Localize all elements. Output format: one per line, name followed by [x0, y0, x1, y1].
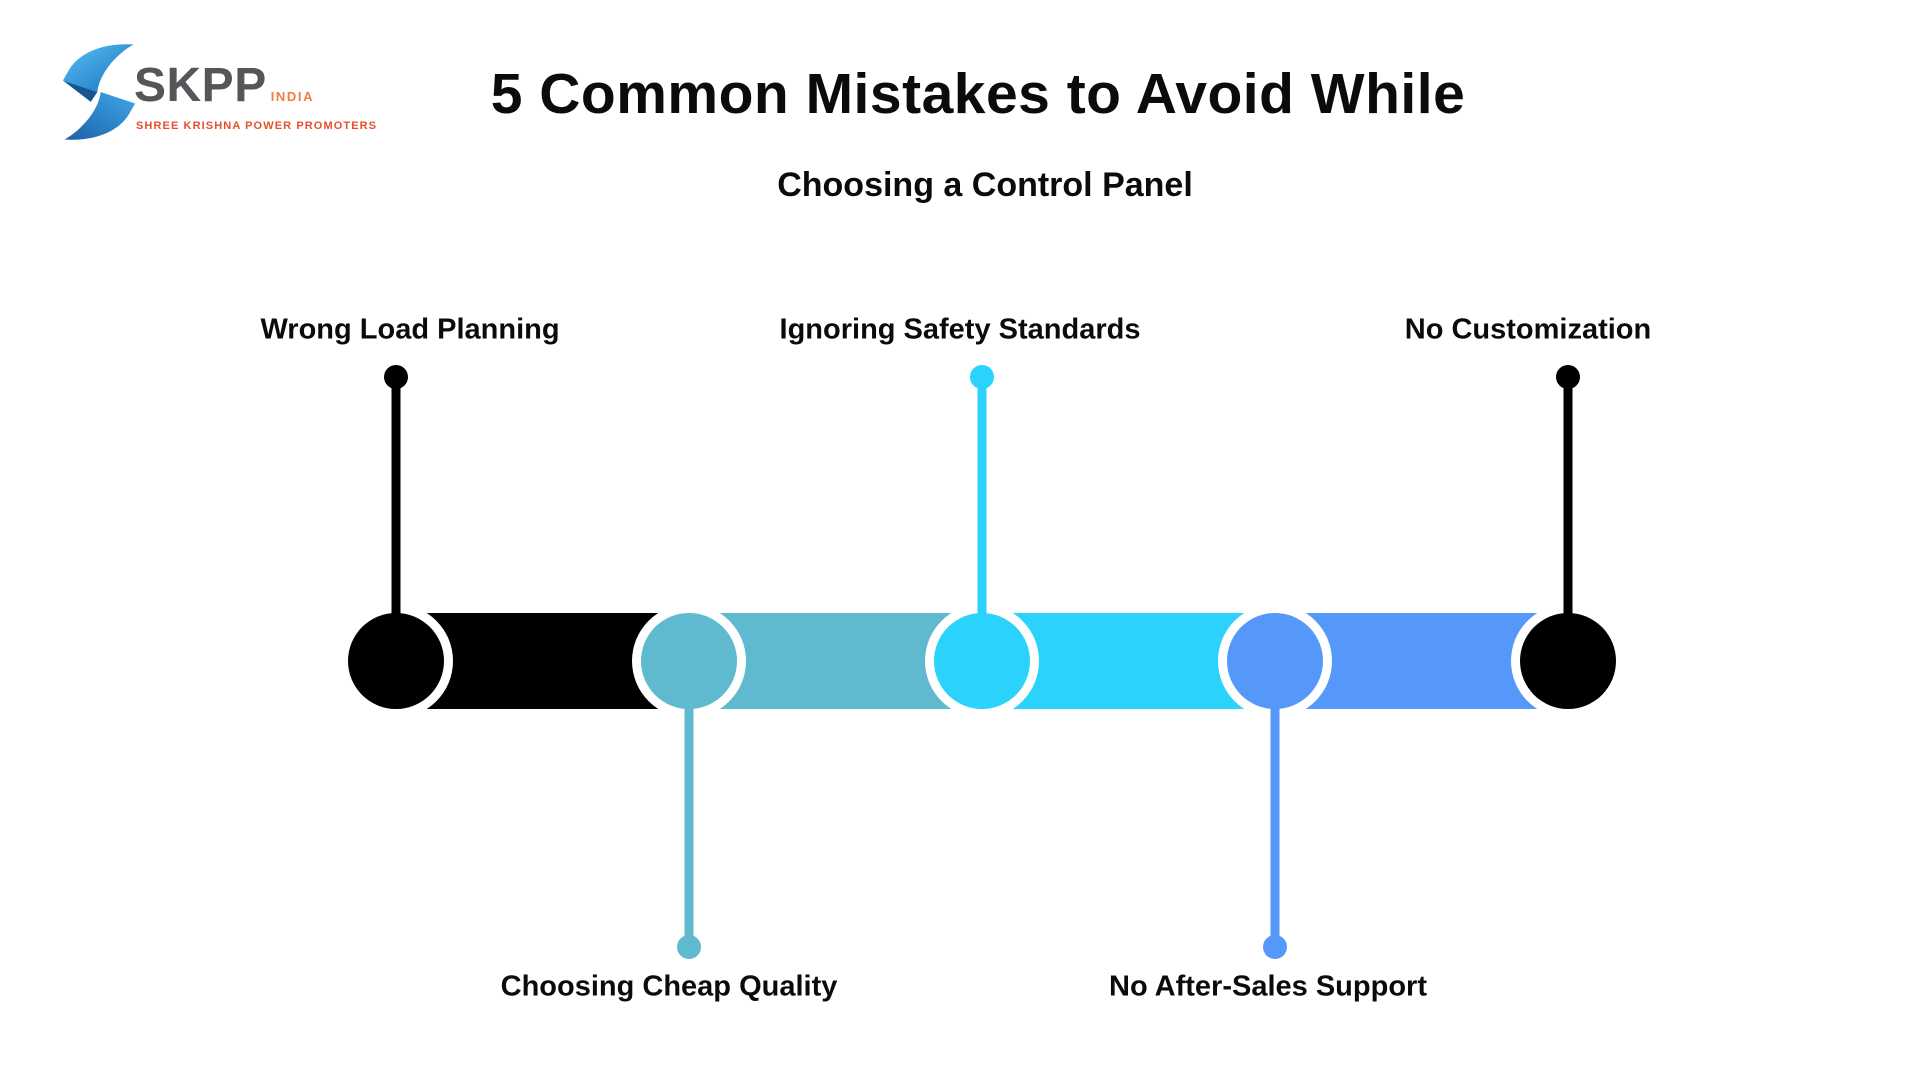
node-circle: [934, 613, 1030, 709]
node-label-no-after-sales-support: No After-Sales Support: [1109, 970, 1427, 1003]
connector-dot: [1263, 935, 1287, 959]
page-subtitle: Choosing a Control Panel: [777, 166, 1193, 204]
node-circle: [348, 613, 444, 709]
connector-dot: [677, 935, 701, 959]
connector-dot: [970, 365, 994, 389]
node-circle: [1227, 613, 1323, 709]
logo: SKPP INDIA SHREE KRISHNA POWER PROMOTERS: [58, 36, 398, 146]
node-label-wrong-load-planning: Wrong Load Planning: [260, 313, 560, 346]
connector-dot: [1556, 365, 1580, 389]
brand-tagline: SHREE KRISHNA POWER PROMOTERS: [136, 120, 378, 132]
node-circle: [1520, 613, 1616, 709]
lightning-bolt-icon: [62, 44, 136, 140]
node-label-no-customization: No Customization: [1404, 313, 1652, 346]
brand-name: SKPP: [134, 59, 267, 112]
node-label-ignoring-safety-standards: Ignoring Safety Standards: [779, 313, 1141, 346]
brand-row: SKPP INDIA: [134, 62, 314, 110]
node-circle: [641, 613, 737, 709]
brand-suffix: INDIA: [270, 89, 315, 104]
page-title: 5 Common Mistakes to Avoid While: [490, 62, 1466, 126]
connector-dot: [384, 365, 408, 389]
node-label-choosing-cheap-quality: Choosing Cheap Quality: [500, 970, 838, 1003]
